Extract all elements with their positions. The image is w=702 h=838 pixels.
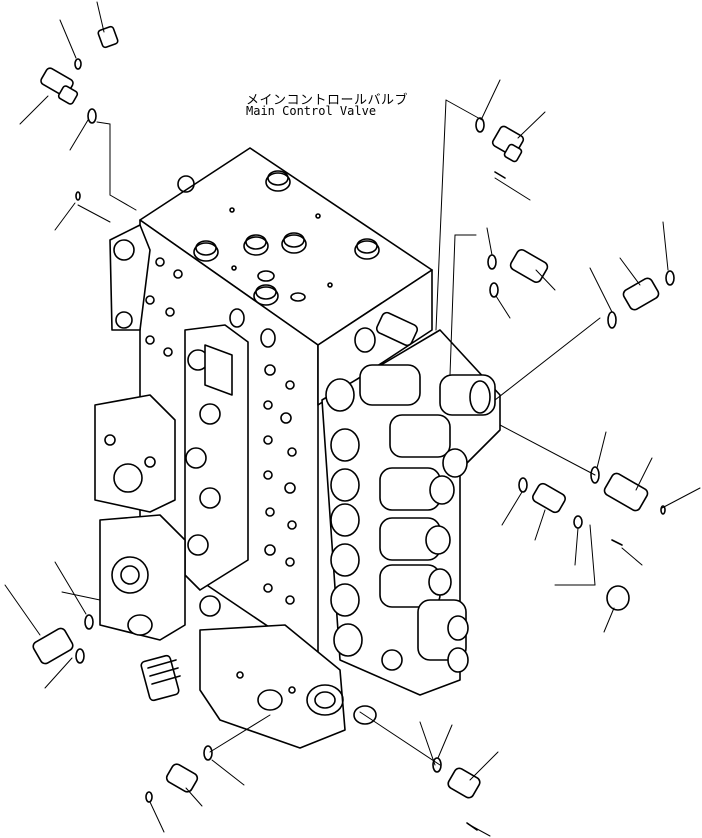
solenoid-stack <box>321 311 501 696</box>
valve-body <box>94 147 433 749</box>
leader-lines <box>61 99 601 766</box>
title-english: Main Control Valve <box>246 104 377 118</box>
title-japanese: メインコントロールバルブ <box>246 93 409 108</box>
loose-parts <box>32 25 675 831</box>
callout-ticks <box>4 1 701 837</box>
